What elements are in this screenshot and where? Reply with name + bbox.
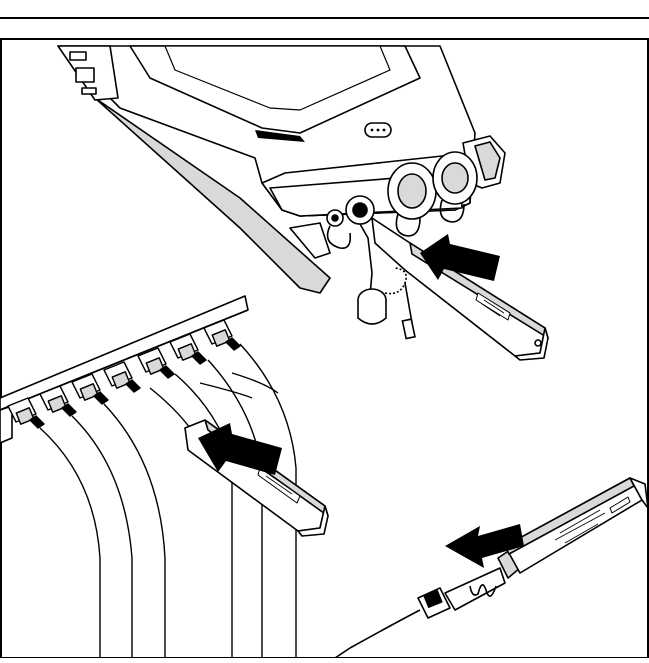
fiber-cleaner-pen-removed-icon	[335, 478, 648, 658]
fiber-cleaner-pen-upper-icon	[372, 218, 548, 360]
illustration	[0, 38, 649, 658]
patch-panel-connectors	[8, 320, 240, 428]
figure-frame	[0, 38, 649, 658]
header-rule	[0, 17, 649, 19]
